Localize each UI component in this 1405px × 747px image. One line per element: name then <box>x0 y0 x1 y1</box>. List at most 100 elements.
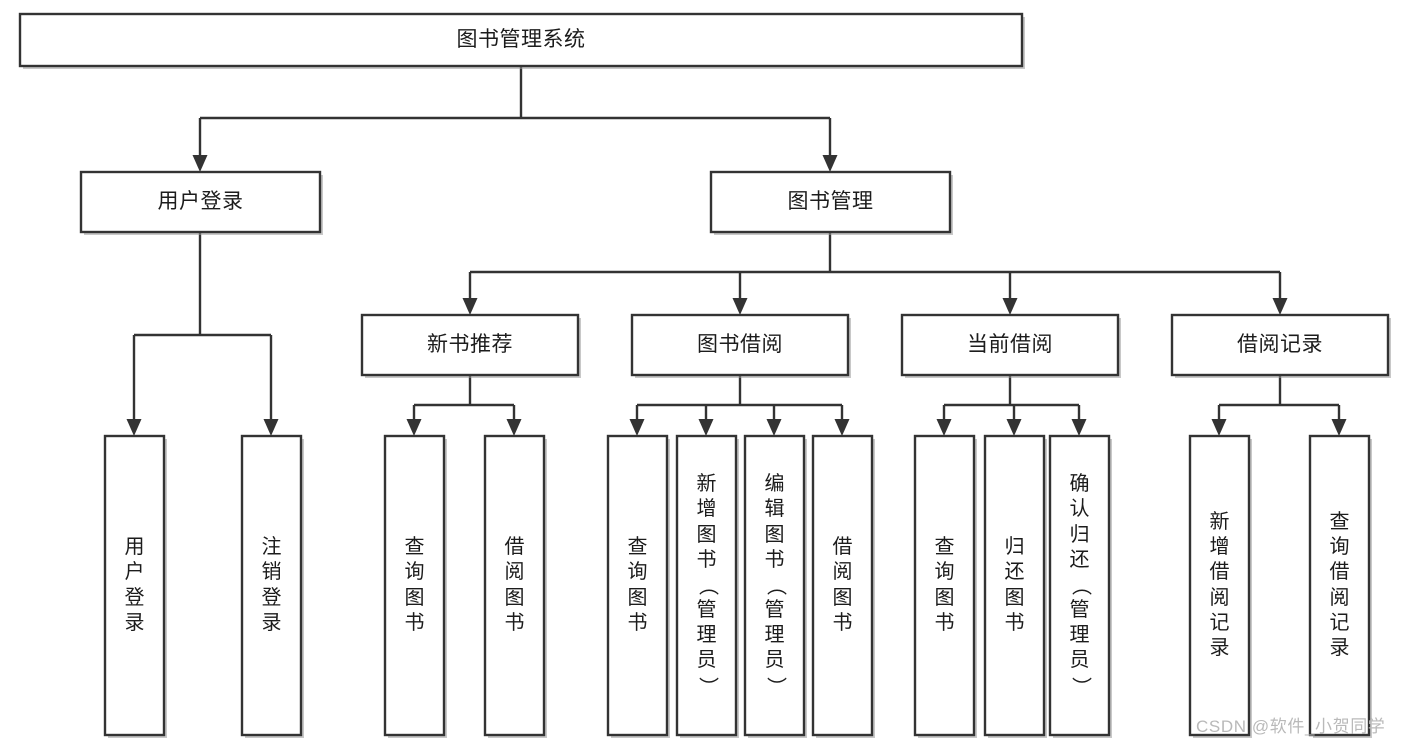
arrow-head-icon <box>732 298 748 315</box>
label-char: 查 <box>1329 510 1350 533</box>
arrow-head-icon <box>406 419 422 436</box>
label-char: 图 <box>764 523 785 546</box>
connector-user-login-bus <box>132 232 273 420</box>
connector-root-bus <box>198 66 832 156</box>
node-user-login-box[interactable] <box>79 170 322 234</box>
label-char: 还 <box>1004 561 1025 584</box>
node-leaf-return-book-label: 归还图书 <box>985 436 1044 735</box>
arrow-head-icon <box>936 419 952 436</box>
label-char: 书 <box>404 611 425 634</box>
node-leaf-borrow-book-box[interactable] <box>811 434 874 737</box>
arrow-head-icon <box>834 419 850 436</box>
label-char: 借 <box>504 536 525 559</box>
label-char: 查 <box>627 536 648 559</box>
label-char: 记 <box>1209 611 1230 634</box>
label-char: 书 <box>832 611 853 634</box>
node-book-borrow-label: 图书借阅 <box>697 333 783 357</box>
node-leaf-query-book-current-label: 查询图书 <box>915 436 974 735</box>
node-borrow-record-box[interactable] <box>1170 313 1390 377</box>
label-char: 户 <box>124 561 145 584</box>
csdn-watermark: CSDN @软件_小贺同学 <box>1196 717 1386 736</box>
node-root-box[interactable] <box>18 12 1024 68</box>
label-char: 借 <box>832 536 853 559</box>
arrow-head-icon <box>1006 419 1022 436</box>
node-book-management-box[interactable] <box>709 170 952 234</box>
label-char: 认 <box>1069 498 1090 521</box>
label-char: 理 <box>696 624 717 647</box>
label-char: 编 <box>764 473 785 496</box>
label-char: 询 <box>404 561 425 584</box>
label-char: 录 <box>1209 636 1230 659</box>
label-char: 图 <box>627 586 648 609</box>
connector-current-borrow-bus <box>942 375 1081 420</box>
arrow-head-icon <box>766 419 782 436</box>
node-leaf-edit-book-admin-box[interactable] <box>743 434 806 737</box>
connector-book-borrow-bus <box>635 375 844 420</box>
label-char: 管 <box>1069 599 1090 622</box>
node-leaf-query-book-borrow-label: 查询图书 <box>608 436 667 735</box>
label-char: 理 <box>1069 624 1090 647</box>
node-leaf-query-borrow-record-box[interactable] <box>1308 434 1371 737</box>
arrow-head-icon <box>698 419 714 436</box>
node-current-borrow-box[interactable] <box>900 313 1120 377</box>
label-char: 书 <box>627 611 648 634</box>
node-leaf-add-book-admin-box[interactable] <box>675 434 738 737</box>
node-leaf-query-book-current-box[interactable] <box>913 434 976 737</box>
node-leaf-confirm-return-admin-box[interactable] <box>1048 434 1111 737</box>
label-char: （ <box>1069 575 1092 596</box>
node-leaf-add-borrow-record-box[interactable] <box>1188 434 1251 737</box>
node-leaf-add-borrow-record-label: 新增借阅记录 <box>1190 436 1249 735</box>
label-char: 书 <box>504 611 525 634</box>
label-char: 图 <box>934 586 955 609</box>
label-char: （ <box>696 575 719 596</box>
label-char: 借 <box>1329 561 1350 584</box>
arrow-head-icon <box>506 419 522 436</box>
connector-layer <box>126 66 1347 436</box>
arrow-head-icon <box>1002 298 1018 315</box>
label-char: 询 <box>1329 536 1350 559</box>
node-new-book-recommend-box[interactable] <box>360 313 580 377</box>
label-char: 员 <box>764 649 785 672</box>
label-char: ） <box>764 676 787 697</box>
label-char: 确 <box>1069 473 1090 496</box>
label-char: ） <box>696 676 719 697</box>
label-char: 阅 <box>504 561 525 584</box>
label-char: 借 <box>1209 561 1230 584</box>
label-char: 员 <box>696 649 717 672</box>
label-char: 查 <box>934 536 955 559</box>
node-leaf-query-book-recommend-box[interactable] <box>383 434 446 737</box>
label-char: 辑 <box>764 498 785 521</box>
label-char: 书 <box>764 548 785 571</box>
label-char: 还 <box>1069 548 1090 571</box>
label-char: 录 <box>1329 636 1350 659</box>
node-leaf-query-book-borrow-box[interactable] <box>606 434 669 737</box>
node-leaf-borrow-book-label: 借阅图书 <box>813 436 872 735</box>
node-leaf-confirm-return-admin-label: 确认归还（管理员） <box>1050 436 1109 735</box>
node-leaf-query-borrow-record-label: 查询借阅记录 <box>1310 436 1369 735</box>
label-char: 图 <box>696 523 717 546</box>
label-char: 询 <box>934 561 955 584</box>
label-char: 阅 <box>1329 586 1350 609</box>
label-char: 登 <box>124 586 145 609</box>
label-char: 理 <box>764 624 785 647</box>
node-book-borrow-box[interactable] <box>630 313 850 377</box>
arrow-head-icon <box>1211 419 1227 436</box>
label-char: 录 <box>261 611 282 634</box>
label-char: 图 <box>1004 586 1025 609</box>
label-char: 管 <box>696 599 717 622</box>
node-leaf-logout-box[interactable] <box>240 434 303 737</box>
arrow-head-icon <box>822 155 838 172</box>
label-char: 注 <box>261 536 282 559</box>
node-leaf-return-book-box[interactable] <box>983 434 1046 737</box>
label-char: 销 <box>261 561 282 584</box>
label-char: 归 <box>1069 523 1090 546</box>
arrow-head-icon <box>263 419 279 436</box>
node-new-book-recommend-label: 新书推荐 <box>427 333 513 357</box>
node-leaf-user-login-box[interactable] <box>103 434 166 737</box>
node-current-borrow-label: 当前借阅 <box>967 333 1053 357</box>
connector-book-management-bus <box>468 232 1282 299</box>
node-leaf-borrow-book-recommend-box[interactable] <box>483 434 546 737</box>
node-leaf-user-login-label: 用户登录 <box>105 436 164 735</box>
node-box-layer <box>18 12 1391 738</box>
